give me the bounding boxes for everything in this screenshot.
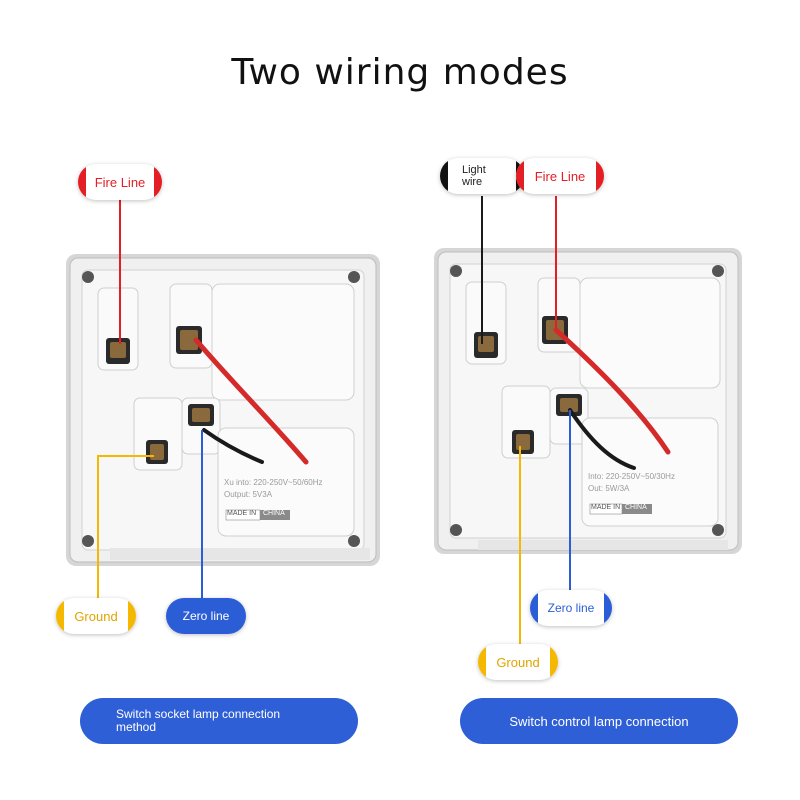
screw-hole xyxy=(348,271,360,283)
right-red-cable xyxy=(553,327,671,455)
right-method-banner: Switch control lamp connection xyxy=(460,698,738,744)
left-panel-spec-2: Output: 5V3A xyxy=(224,490,273,499)
screw-hole xyxy=(450,524,462,536)
left-panel-country: CHINA xyxy=(263,510,285,517)
right-switch-panel xyxy=(434,248,742,554)
left-ground-leader xyxy=(97,455,154,600)
left-red-cable xyxy=(193,337,309,465)
left-ground-label: Ground xyxy=(56,598,136,634)
right-fire-line-label: Fire Line xyxy=(516,158,604,194)
screw-hole xyxy=(712,265,724,277)
left-usb-module xyxy=(217,427,355,537)
screw-hole xyxy=(82,271,94,283)
left-fire-line-label: Fire Line xyxy=(78,164,162,200)
left-method-banner: Switch socket lamp connection method xyxy=(80,698,358,744)
left-zero-line-label: Zero line xyxy=(166,598,246,634)
left-method-banner-text: Switch socket lamp connection method xyxy=(116,707,281,734)
right-zero-line-label: Zero line xyxy=(530,590,612,626)
left-black-cable xyxy=(202,428,264,464)
right-method-banner-text: Switch control lamp connection xyxy=(509,713,689,729)
screw-hole xyxy=(450,265,462,277)
screw-hole xyxy=(82,535,94,547)
screw-hole xyxy=(348,535,360,547)
right-panel-country: CHINA xyxy=(625,504,647,511)
right-light-wire-label: Light wire xyxy=(440,158,524,194)
right-black-cable xyxy=(568,408,636,470)
right-usb-module xyxy=(581,417,719,527)
left-socket-panel xyxy=(66,254,380,566)
left-panel-made-in: MADE IN xyxy=(227,510,257,517)
screw-hole xyxy=(712,524,724,536)
right-ground-label: Ground xyxy=(478,644,558,680)
right-panel-spec-2: Out: 5W/3A xyxy=(588,484,630,493)
left-panel-spec-1: Xu into: 220-250V~50/60Hz xyxy=(224,478,323,487)
page-title: Two wiring modes xyxy=(231,52,569,93)
right-panel-made-in: MADE IN xyxy=(591,504,621,511)
right-panel-spec-1: Into: 220-250V~50/30Hz xyxy=(588,472,675,481)
